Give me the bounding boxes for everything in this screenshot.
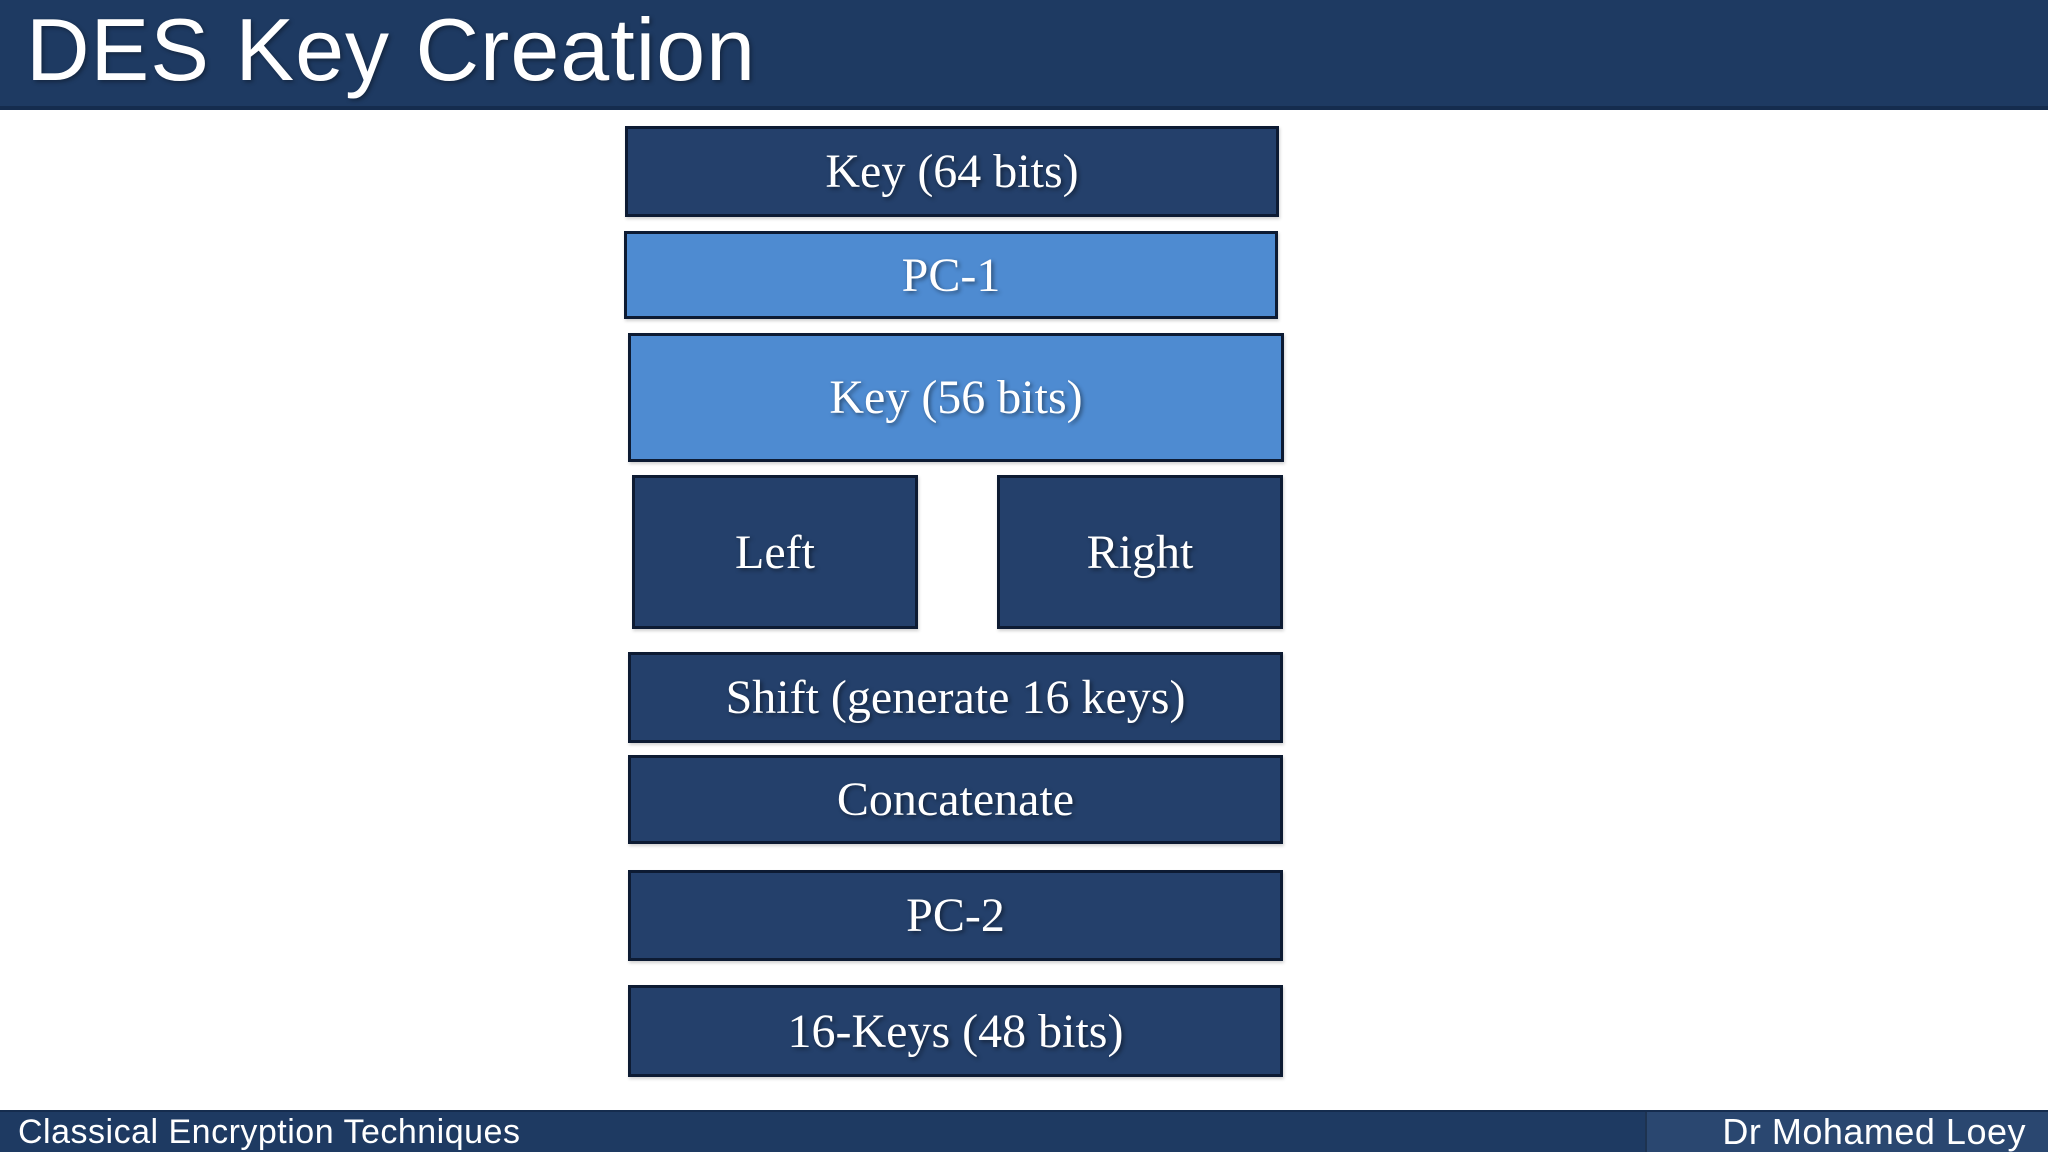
- box-shift-label: Shift (generate 16 keys): [725, 671, 1186, 724]
- box-key-64-label: Key (64 bits): [825, 145, 1079, 198]
- box-pc-1-label: PC-1: [901, 248, 1001, 302]
- title-bar: DES Key Creation: [0, 0, 2048, 110]
- box-pc-2-label: PC-2: [906, 889, 1005, 942]
- box-pc-1: PC-1: [624, 231, 1278, 319]
- box-right-half: Right: [997, 475, 1283, 629]
- box-concatenate: Concatenate: [628, 755, 1283, 844]
- footer-bar: Classical Encryption Techniques Dr Moham…: [0, 1110, 2048, 1152]
- box-pc-2: PC-2: [628, 870, 1283, 961]
- box-left-half-label: Left: [735, 525, 815, 579]
- box-key-64: Key (64 bits): [625, 126, 1279, 217]
- box-shift: Shift (generate 16 keys): [628, 652, 1283, 743]
- box-key-56: Key (56 bits): [628, 333, 1284, 462]
- slide-title: DES Key Creation: [26, 0, 757, 99]
- box-16-keys-label: 16-Keys (48 bits): [787, 1004, 1124, 1058]
- box-left-half: Left: [632, 475, 918, 629]
- box-16-keys: 16-Keys (48 bits): [628, 985, 1283, 1077]
- footer-author-panel: Dr Mohamed Loey: [1645, 1111, 2048, 1152]
- footer-course-title: Classical Encryption Techniques: [18, 1112, 521, 1151]
- box-concatenate-label: Concatenate: [836, 773, 1075, 826]
- box-right-half-label: Right: [1086, 525, 1194, 579]
- box-key-56-label: Key (56 bits): [829, 371, 1083, 424]
- footer-author-name: Dr Mohamed Loey: [1722, 1111, 2026, 1152]
